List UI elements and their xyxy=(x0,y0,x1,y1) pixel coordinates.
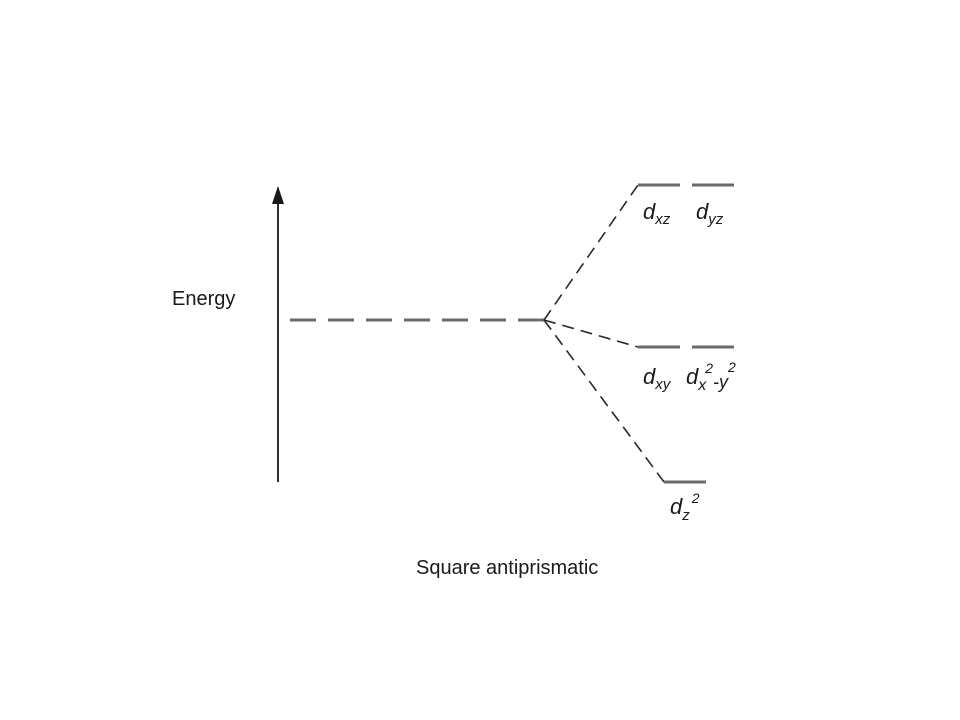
energy-axis-label: Energy xyxy=(172,288,235,310)
energy-axis-arrowhead xyxy=(272,186,284,204)
label-dyz: dyz xyxy=(696,199,724,228)
label-dx2-y2: dx2-y2 xyxy=(686,359,736,394)
diagram-caption: Square antiprismatic xyxy=(416,557,598,579)
label-dxy: dxy xyxy=(643,364,672,393)
connector-to-lower xyxy=(543,319,665,483)
label-dxz: dxz xyxy=(643,199,671,228)
connector-to-middle xyxy=(543,319,639,348)
label-dz2: dz2 xyxy=(670,490,700,524)
connector-to-upper xyxy=(543,184,639,321)
